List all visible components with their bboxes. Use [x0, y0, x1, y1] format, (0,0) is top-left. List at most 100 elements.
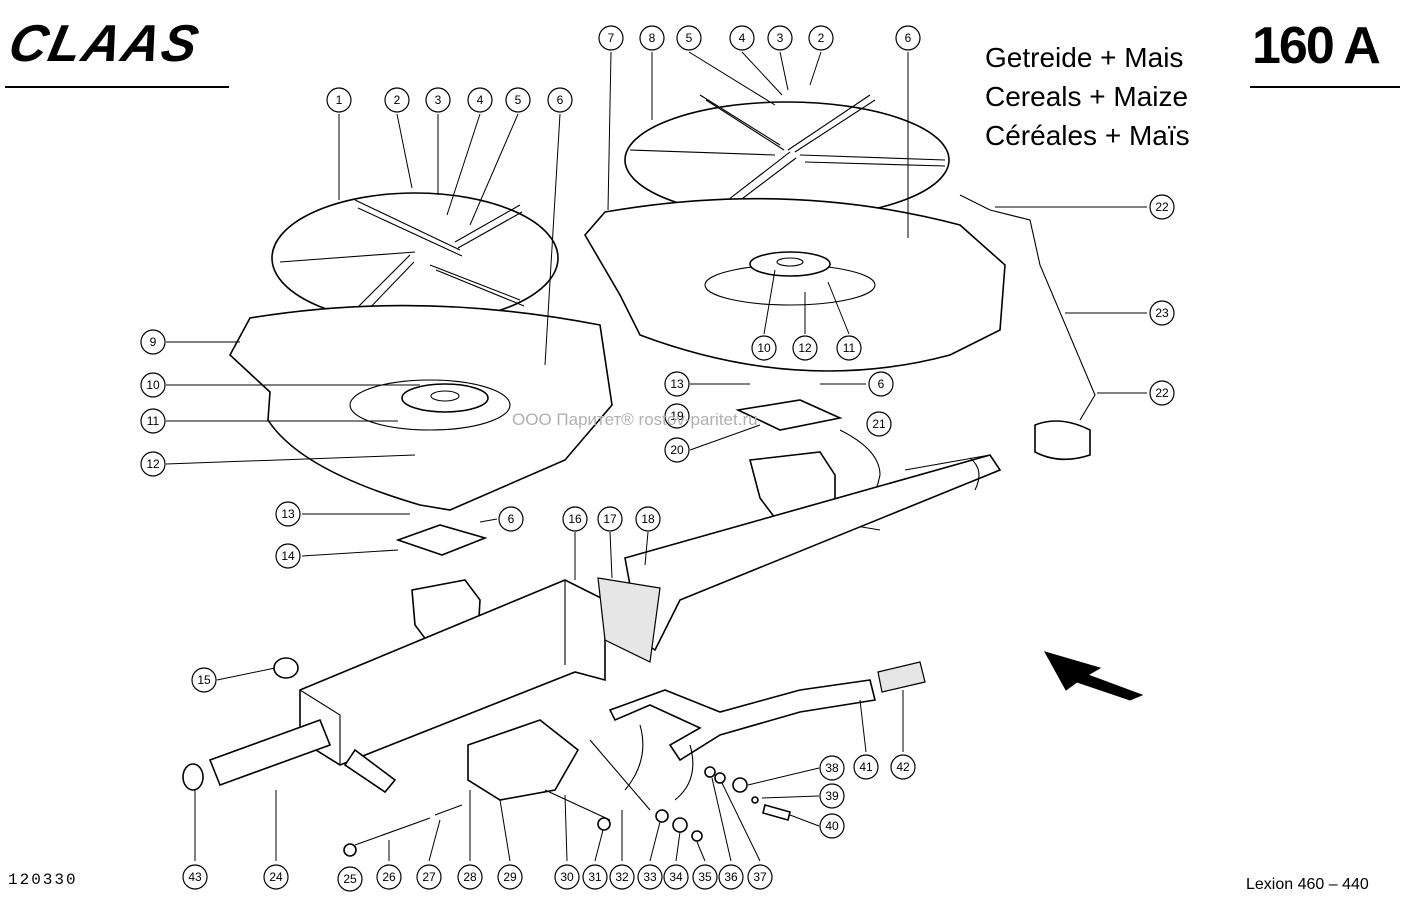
callout-14-label: 14 [281, 549, 295, 563]
callout-16: 16 [562, 506, 588, 532]
callout-3b: 3 [767, 25, 793, 51]
callout-32-label: 32 [615, 870, 629, 884]
callout-12a: 12 [140, 451, 166, 477]
washer-37 [714, 772, 726, 784]
callout-42-label: 42 [896, 760, 910, 774]
callout-15-label: 15 [197, 673, 211, 687]
callout-6d: 6 [498, 506, 524, 532]
left-hub-flange [401, 383, 489, 413]
callout-30: 30 [554, 864, 580, 890]
bolts-30-32 [544, 739, 651, 821]
callout-16-label: 16 [568, 512, 582, 526]
linkage-rod [959, 194, 1096, 421]
callout-28: 28 [457, 864, 483, 890]
callout-29-label: 29 [503, 870, 517, 884]
callout-43-label: 43 [188, 870, 202, 884]
callout-11b: 11 [836, 335, 862, 361]
callout-35: 35 [692, 864, 718, 890]
mounting-bracket [467, 719, 580, 801]
right-mount-plate [735, 399, 843, 431]
callout-20-label: 20 [670, 443, 684, 457]
callout-2a: 2 [384, 87, 410, 113]
callout-2b-label: 2 [818, 31, 825, 45]
callout-38-label: 38 [825, 761, 839, 775]
callout-4a: 4 [467, 87, 493, 113]
nut-25 [343, 843, 357, 857]
direction-arrow [1043, 651, 1144, 701]
callout-40-label: 40 [825, 819, 839, 833]
callout-10b-label: 10 [757, 341, 771, 355]
callout-5b: 5 [676, 25, 702, 51]
grommet-15 [273, 657, 299, 679]
callout-11a-label: 11 [147, 414, 160, 428]
nut-35 [691, 830, 703, 842]
callout-22a: 22 [1149, 194, 1175, 220]
left-beam-edges [299, 580, 566, 765]
callout-6a: 6 [547, 87, 573, 113]
callout-23-label: 23 [1155, 306, 1169, 320]
wear-pad-42 [877, 661, 926, 693]
callout-31: 31 [582, 864, 608, 890]
callout-42: 42 [890, 754, 916, 780]
fork-tines [624, 724, 694, 801]
title-block: Getreide + Mais Cereals + Maize Céréales… [985, 38, 1190, 155]
callout-4a-label: 4 [477, 93, 484, 107]
left-end-cap [182, 763, 204, 791]
lever-arm [608, 679, 876, 762]
callout-21-label: 21 [872, 417, 886, 431]
brand-underline [5, 86, 229, 88]
bolt-40 [762, 804, 791, 821]
washer-36 [704, 766, 716, 778]
callout-25: 25 [337, 866, 363, 892]
callout-11b-label: 11 [843, 341, 856, 355]
callout-3a: 3 [425, 87, 451, 113]
watermark: ООО Паритет® rostov-paritet.ru [512, 410, 758, 429]
callout-18: 18 [635, 506, 661, 532]
callout-4b-label: 4 [739, 31, 746, 45]
callout-5a: 5 [505, 87, 531, 113]
callout-7: 7 [598, 25, 624, 51]
callout-41-label: 41 [859, 760, 873, 774]
callout-15: 15 [191, 667, 217, 693]
callout-38: 38 [819, 755, 845, 781]
callout-14: 14 [275, 543, 301, 569]
callout-6c-label: 6 [878, 377, 885, 391]
callout-21: 21 [866, 411, 892, 437]
left-spreader-disc [271, 192, 559, 324]
model-label: Lexion 460 – 440 [1246, 876, 1369, 893]
callout-29: 29 [497, 864, 523, 890]
callout-12b: 12 [792, 335, 818, 361]
spring-27 [434, 804, 463, 816]
callout-5a-label: 5 [515, 93, 522, 107]
callout-3b-label: 3 [777, 31, 784, 45]
callout-2b: 2 [808, 25, 834, 51]
callout-36-label: 36 [724, 870, 738, 884]
document-number: 120330 [8, 871, 78, 889]
callout-6b-label: 6 [905, 31, 912, 45]
callout-18-label: 18 [641, 512, 655, 526]
rod-26 [354, 817, 431, 846]
callout-37: 37 [747, 864, 773, 890]
callout-39: 39 [819, 783, 845, 809]
right-beam-tube-end [904, 454, 991, 491]
callout-36: 36 [718, 864, 744, 890]
left-housing-opening [349, 379, 511, 431]
callout-24: 24 [263, 864, 289, 890]
callout-13b-label: 13 [281, 507, 295, 521]
callout-3a-label: 3 [435, 93, 442, 107]
callout-9-label: 9 [150, 335, 157, 349]
callout-20: 20 [664, 437, 690, 463]
callout-40: 40 [819, 813, 845, 839]
callout-10a: 10 [140, 372, 166, 398]
callout-1-label: 1 [336, 93, 343, 107]
nut-38 [732, 777, 748, 793]
leader-lines [165, 51, 1147, 862]
callout-1: 1 [326, 87, 352, 113]
callout-17: 17 [597, 506, 623, 532]
callout-37-label: 37 [753, 870, 767, 884]
callout-26: 26 [376, 864, 402, 890]
right-spreader-housing [584, 197, 1006, 372]
callout-22b-label: 22 [1155, 386, 1169, 400]
page-code: 160 A [1252, 17, 1381, 75]
